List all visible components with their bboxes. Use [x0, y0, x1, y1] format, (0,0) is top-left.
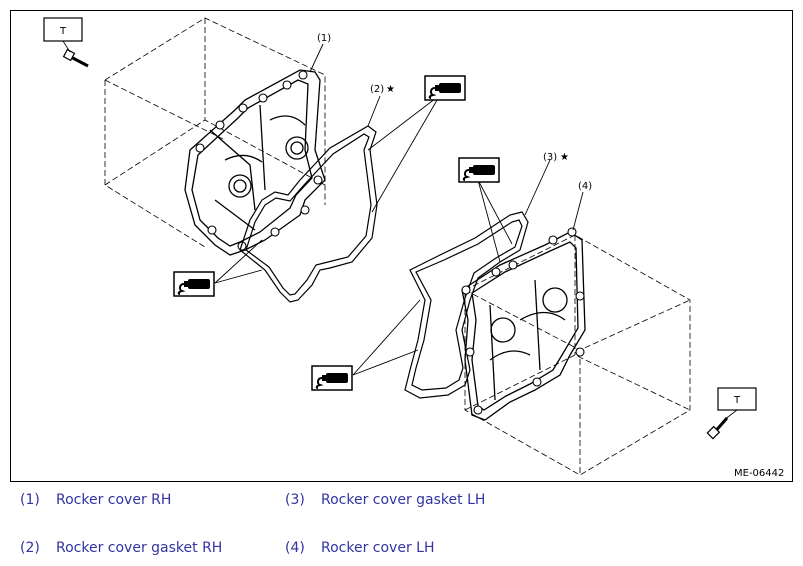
lh-cover-bolt-bosses [461, 227, 585, 415]
star-mark: ★ [560, 152, 569, 163]
rocker-cover-gasket-rh [239, 125, 378, 303]
legend-number: (3) [285, 492, 305, 508]
legend-item: (4) Rocker cover LH [285, 540, 434, 556]
legend-text: Rocker cover gasket LH [321, 492, 486, 508]
leader-line [723, 409, 738, 421]
legend-number: (4) [285, 540, 305, 556]
sealant-icon [424, 75, 466, 101]
callout-1: (1) [317, 33, 331, 44]
sealant-icon [458, 157, 500, 183]
svg-text:T: T [59, 26, 67, 37]
rocker-cover-rh [184, 69, 326, 256]
legend-text: Rocker cover LH [321, 540, 435, 556]
leader-lines [214, 43, 584, 376]
sealant-icon [311, 365, 353, 391]
legend-text: Rocker cover gasket RH [56, 540, 223, 556]
legend-item: (1) Rocker cover RH [20, 492, 171, 508]
torque-tag: T [43, 17, 83, 42]
callout-3: (3) [543, 152, 557, 163]
torque-tag: T [717, 387, 757, 411]
svg-text:T: T [733, 395, 741, 406]
star-mark: ★ [386, 84, 395, 95]
callout-2: (2) [370, 84, 384, 95]
bolt-icon [62, 48, 89, 68]
leader-line [62, 40, 71, 53]
sealant-icon [173, 271, 215, 297]
rh-cover-bolt-bosses [195, 70, 323, 251]
rh-bounding-box [104, 17, 326, 248]
rocker-cover-gasket-lh [404, 211, 529, 399]
bolt-icon [706, 417, 729, 440]
callout-4: (4) [578, 181, 592, 192]
figure-reference: ME-06442 [734, 468, 784, 479]
rocker-cover-lh [461, 231, 586, 421]
diagram-frame [10, 10, 793, 482]
legend-number: (1) [20, 492, 40, 508]
legend-item: (3) Rocker cover gasket LH [285, 492, 485, 508]
legend-text: Rocker cover RH [56, 492, 172, 508]
legend-item: (2) Rocker cover gasket RH [20, 540, 222, 556]
legend-number: (2) [20, 540, 40, 556]
